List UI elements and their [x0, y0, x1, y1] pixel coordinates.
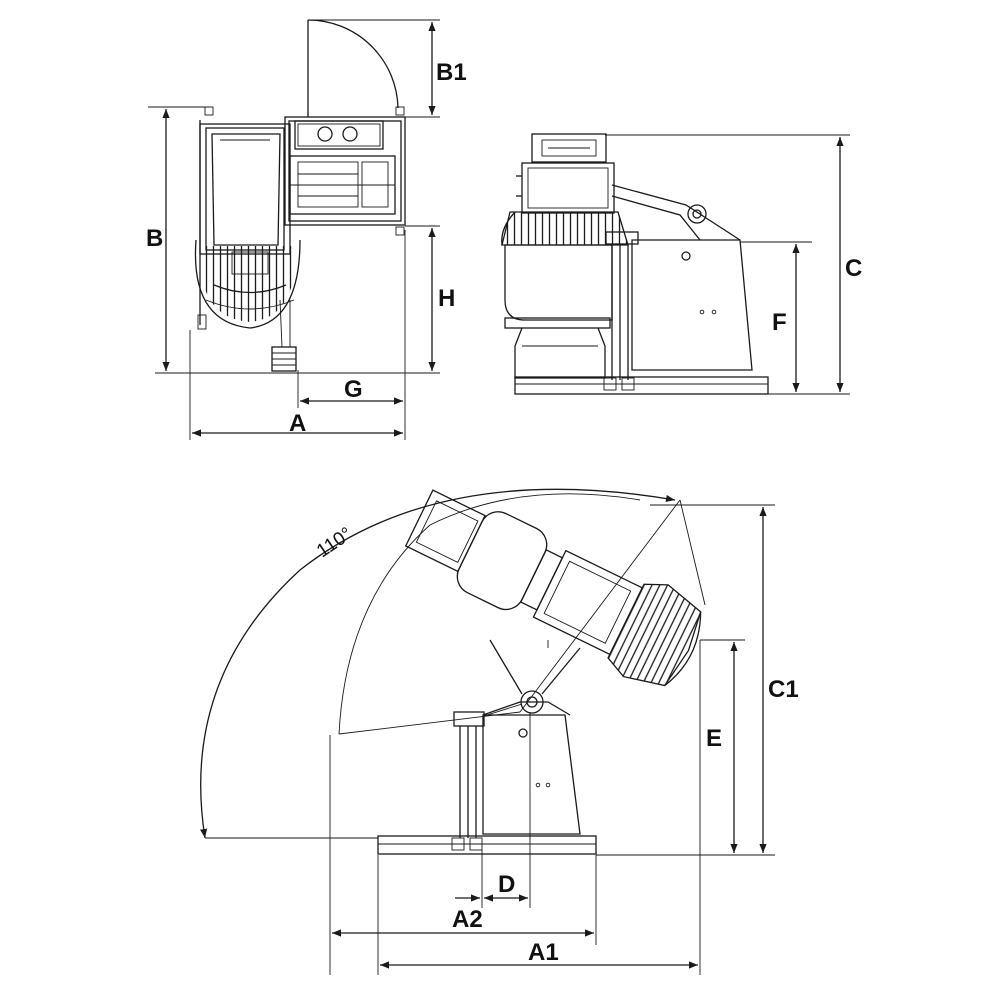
- dimensions-tilted-view: [332, 507, 767, 969]
- label-d: D: [498, 871, 515, 898]
- label-a1: A1: [528, 939, 559, 966]
- label-a2: A2: [452, 906, 483, 933]
- label-a: A: [289, 410, 306, 437]
- dimensions-top-view: [162, 22, 436, 437]
- label-h: H: [438, 285, 455, 312]
- label-b: B: [146, 225, 163, 252]
- label-f: F: [772, 309, 787, 336]
- tilted-view: [200, 488, 775, 975]
- dimensions-side-view: [792, 137, 844, 392]
- label-c: C: [845, 255, 862, 282]
- label-b1: B1: [436, 59, 467, 86]
- side-view: [501, 133, 850, 395]
- label-g: G: [344, 376, 363, 403]
- label-e: E: [706, 725, 722, 752]
- top-view: [148, 19, 440, 440]
- label-c1: C1: [768, 676, 799, 703]
